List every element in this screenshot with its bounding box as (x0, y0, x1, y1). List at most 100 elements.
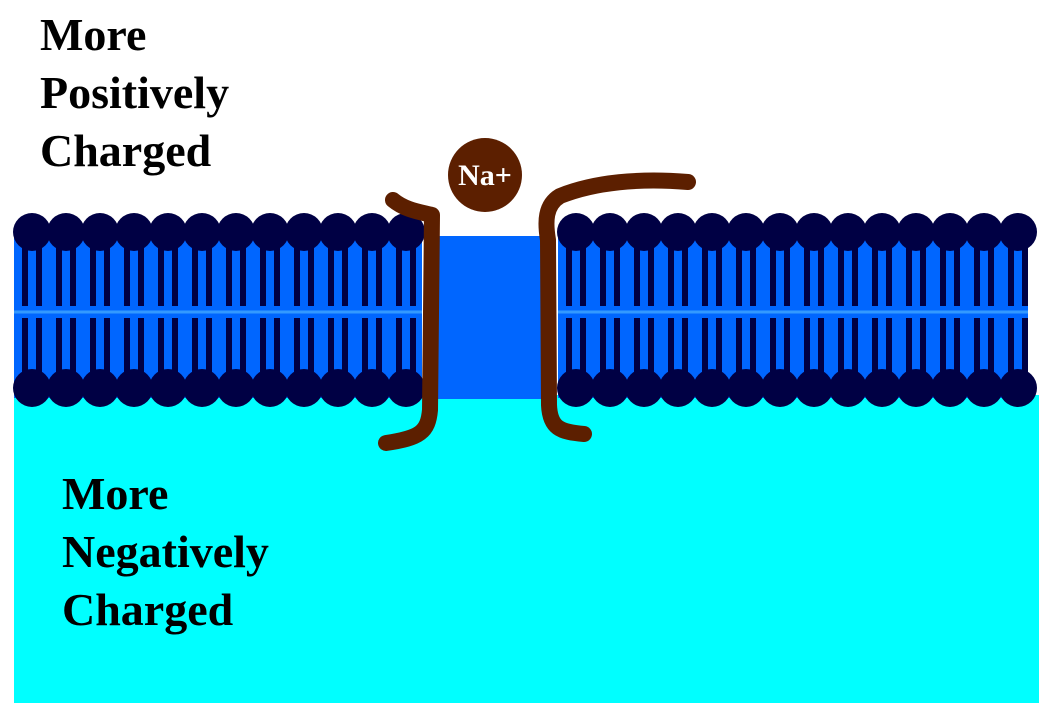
lipid-tail-lower-right (702, 318, 708, 374)
lipid-tail-upper-left (396, 248, 402, 306)
lipid-tail-lower-left (362, 318, 368, 374)
lipid-head-top-left (81, 213, 119, 251)
lipid-head-bottom-left (47, 369, 85, 407)
outside-label-line-3: Charged (40, 122, 229, 180)
lipid-head-bottom-left (81, 369, 119, 407)
lipid-head-bottom-left (13, 369, 51, 407)
lipid-tail-upper-right (872, 248, 878, 306)
lipid-tail-lower-right (770, 318, 776, 374)
lipid-tail-upper-left (376, 248, 382, 306)
lipid-tail-upper-left (22, 248, 28, 306)
lipid-head-bottom-right (965, 369, 1003, 407)
lipid-tail-upper-left (138, 248, 144, 306)
lipid-tail-lower-left (138, 318, 144, 374)
lipid-head-top-right (727, 213, 765, 251)
lipid-head-top-right (659, 213, 697, 251)
sodium-ion-label: Na+ (458, 159, 512, 192)
lipid-head-top-left (217, 213, 255, 251)
lipid-tail-upper-left (240, 248, 246, 306)
lipid-head-top-left (183, 213, 221, 251)
lipid-tail-upper-right (1008, 248, 1014, 306)
outside-label-line-2: Positively (40, 64, 229, 122)
lipid-tail-upper-left (226, 248, 232, 306)
lipid-head-bottom-left (183, 369, 221, 407)
lipid-tail-lower-right (940, 318, 946, 374)
lipid-tail-upper-right (838, 248, 844, 306)
lipid-tail-lower-right (1022, 318, 1028, 374)
lipid-tail-lower-right (784, 318, 790, 374)
lipid-tail-upper-right (818, 248, 824, 306)
lipid-tail-upper-left (308, 248, 314, 306)
lipid-tail-lower-right (682, 318, 688, 374)
lipid-tail-lower-right (804, 318, 810, 374)
lipid-tail-upper-right (736, 248, 742, 306)
lipid-head-bottom-right (795, 369, 833, 407)
lipid-tail-lower-right (600, 318, 606, 374)
lipid-tail-upper-left (104, 248, 110, 306)
lipid-head-bottom-right (693, 369, 731, 407)
lipid-head-top-right (999, 213, 1037, 251)
lipid-head-bottom-left (115, 369, 153, 407)
lipid-head-top-right (931, 213, 969, 251)
lipid-tail-upper-right (804, 248, 810, 306)
lipid-tail-lower-right (852, 318, 858, 374)
lipid-tail-lower-left (104, 318, 110, 374)
lipid-tail-lower-right (716, 318, 722, 374)
lipid-tail-lower-left (396, 318, 402, 374)
inside-charge-label: More Negatively Charged (62, 465, 269, 639)
lipid-head-bottom-left (251, 369, 289, 407)
lipid-tail-lower-left (124, 318, 130, 374)
lipid-head-bottom-right (557, 369, 595, 407)
inside-label-line-3: Charged (62, 581, 269, 639)
lipid-tail-upper-right (648, 248, 654, 306)
lipid-head-top-right (965, 213, 1003, 251)
lipid-head-bottom-left (149, 369, 187, 407)
lipid-tail-upper-right (580, 248, 586, 306)
lipid-head-top-left (47, 213, 85, 251)
lipid-tail-upper-right (600, 248, 606, 306)
lipid-tail-lower-right (954, 318, 960, 374)
lipid-head-top-right (693, 213, 731, 251)
lipid-tail-upper-left (124, 248, 130, 306)
lipid-tail-lower-right (872, 318, 878, 374)
lipid-tail-upper-left (158, 248, 164, 306)
lipid-tail-lower-right (920, 318, 926, 374)
lipid-tail-upper-right (668, 248, 674, 306)
lipid-tail-lower-left (294, 318, 300, 374)
lipid-tail-upper-right (954, 248, 960, 306)
inside-label-line-1: More (62, 465, 269, 523)
lipid-tail-lower-right (1008, 318, 1014, 374)
lipid-tail-lower-right (566, 318, 572, 374)
lipid-tail-lower-left (56, 318, 62, 374)
lipid-head-bottom-right (659, 369, 697, 407)
outside-charge-label: More Positively Charged (40, 6, 229, 180)
lipid-tail-lower-right (818, 318, 824, 374)
lipid-tail-lower-right (634, 318, 640, 374)
lipid-tail-upper-right (1022, 248, 1028, 306)
lipid-tail-upper-right (770, 248, 776, 306)
lipid-head-top-left (319, 213, 357, 251)
lipid-tail-lower-left (328, 318, 334, 374)
lipid-tail-lower-right (648, 318, 654, 374)
lipid-tail-upper-right (702, 248, 708, 306)
lipid-tail-lower-right (736, 318, 742, 374)
lipid-tail-lower-right (838, 318, 844, 374)
lipid-tail-lower-right (614, 318, 620, 374)
lipid-tail-lower-left (376, 318, 382, 374)
lipid-head-top-left (115, 213, 153, 251)
lipid-tail-upper-left (260, 248, 266, 306)
lipid-head-top-left (149, 213, 187, 251)
lipid-tail-upper-left (90, 248, 96, 306)
lipid-tail-lower-left (70, 318, 76, 374)
lipid-head-top-left (285, 213, 323, 251)
lipid-tail-lower-left (90, 318, 96, 374)
lipid-head-bottom-right (829, 369, 867, 407)
lipid-tail-upper-left (294, 248, 300, 306)
lipid-tail-upper-right (886, 248, 892, 306)
outside-label-line-1: More (40, 6, 229, 64)
lipid-head-top-right (829, 213, 867, 251)
lipid-tail-upper-right (784, 248, 790, 306)
lipid-head-bottom-left (353, 369, 391, 407)
lipid-head-bottom-left (387, 369, 425, 407)
lipid-tail-lower-left (206, 318, 212, 374)
